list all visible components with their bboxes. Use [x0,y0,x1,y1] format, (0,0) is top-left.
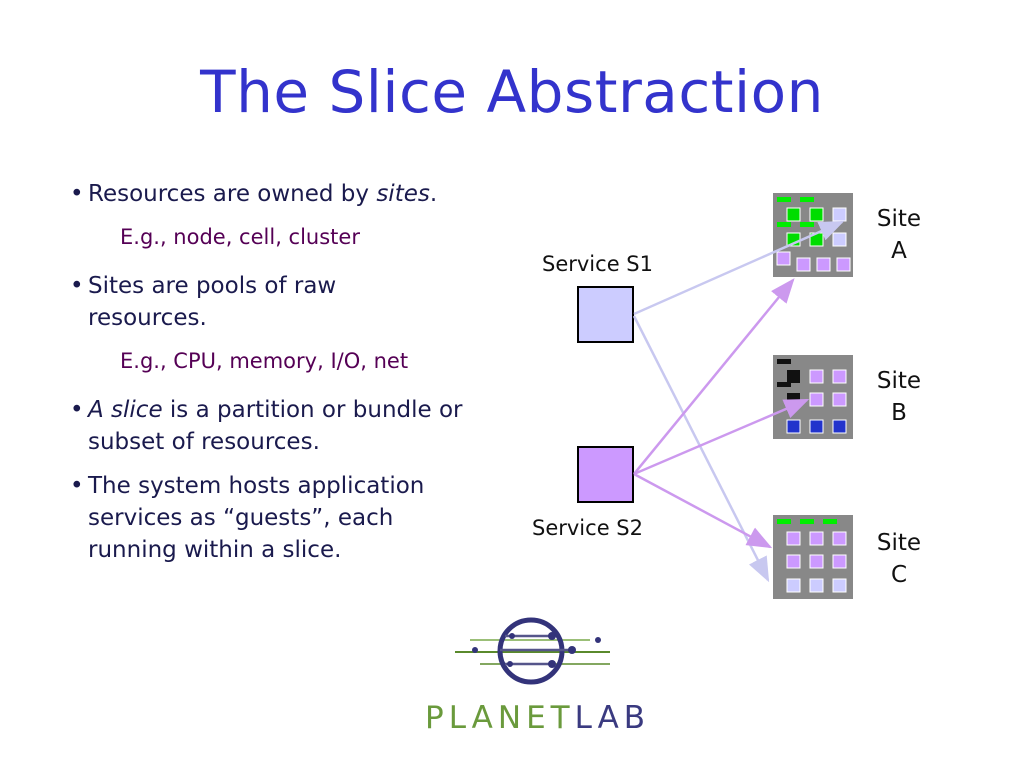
site-c-label-line2: C [890,562,908,588]
slide-title: The Slice Abstraction [200,58,824,126]
service-s1-label: Service S1 [542,252,653,276]
bullet-list: • Resources are owned by sites. E.g., no… [70,178,510,578]
planetlab-logo-text: PLANETLAB [425,700,650,736]
site-c-grid [773,515,853,599]
planetlab-logo-icon [455,617,610,685]
bullet-text: . [429,181,438,207]
sub-bullet: E.g., CPU, memory, I/O, net [120,349,409,373]
site-b-label: Site B [864,365,934,429]
service-s1-box [577,286,634,343]
bullet-emphasis: sites [376,181,430,207]
bullet-text: The system hosts application services as… [88,473,425,563]
bullet-emphasis: slice [111,397,163,423]
logo-text-planet: PLANET [425,700,575,736]
arrow-s2-to-site-c [633,472,773,549]
site-a-label-line1: Site [876,206,922,232]
bullet-item: • A slice is a partition or bundle or su… [70,394,498,458]
arrow-s1-to-site-a [633,220,845,316]
site-b-label-line1: Site [876,368,922,394]
site-c-label-line1: Site [876,530,922,556]
service-s2-box [577,446,634,503]
bullet-dot: • [70,273,84,299]
bullet-dot: • [70,397,84,423]
bullet-item: • Sites are pools of raw resources. [70,270,388,334]
site-c-label: Site C [864,527,934,591]
site-a-label: Site A [864,203,934,267]
logo-text-lab: LAB [574,700,651,736]
bullet-item: • Resources are owned by sites. [70,178,510,210]
site-b-label-line2: B [891,400,907,426]
service-s2-label: Service S2 [532,516,643,540]
bullet-item: • The system hosts application services … [70,470,483,566]
arrow-s2-to-site-a [633,278,795,475]
arrow-s2-to-site-b [633,398,810,476]
bullet-dot: • [70,181,84,207]
site-a-label-line2: A [891,238,907,264]
site-b-grid [773,355,853,439]
bullet-dot: • [70,473,84,499]
bullet-text: Sites are pools of raw resources. [88,273,337,331]
sub-bullet: E.g., node, cell, cluster [120,225,360,249]
bullet-text: Resources are owned by [88,181,377,207]
bullet-emphasis: A [88,397,112,423]
bullet-text: is a partition or bundle or subset of re… [88,397,463,455]
